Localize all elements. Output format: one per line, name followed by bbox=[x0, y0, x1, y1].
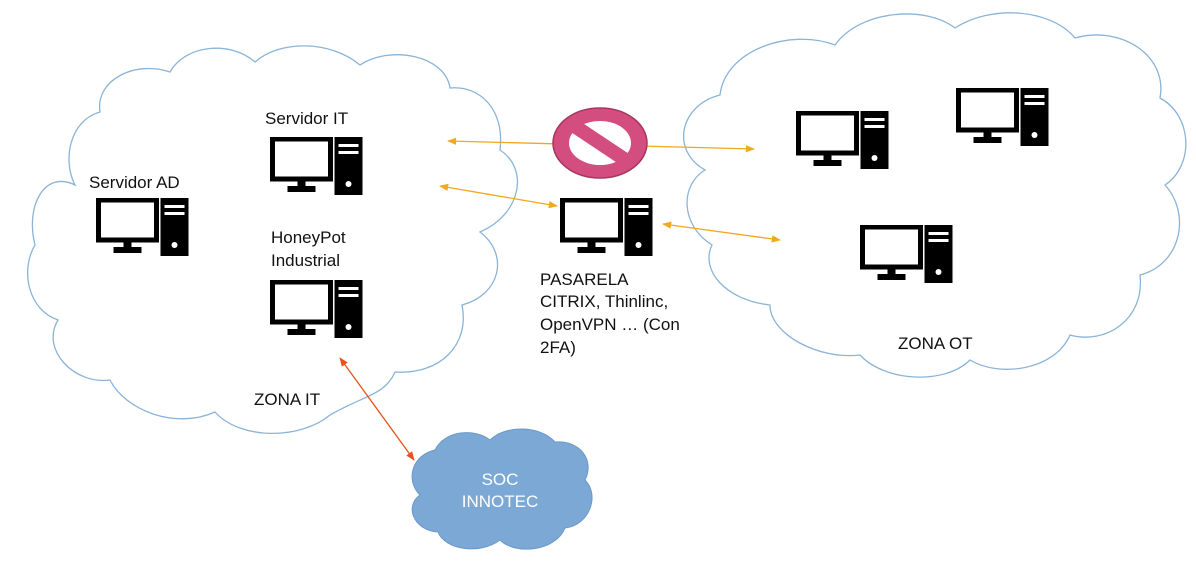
servidor-ad-label: Servidor AD bbox=[89, 173, 180, 192]
zona-it-cloud bbox=[27, 45, 519, 435]
pasarela-computer-icon bbox=[563, 198, 653, 256]
pasarela-label-line3: OpenVPN … (Con bbox=[540, 315, 680, 334]
servidor-it-label: Servidor IT bbox=[265, 109, 348, 128]
pasarela-label-line1: PASARELA bbox=[540, 270, 629, 289]
honeypot-label-line2: Industrial bbox=[271, 251, 340, 270]
honeypot-label-line1: HoneyPot bbox=[271, 228, 346, 247]
zona-it-label: ZONA IT bbox=[254, 390, 320, 409]
arrow-honeypot-to-soc bbox=[339, 357, 415, 461]
zona-ot-cloud bbox=[682, 12, 1187, 378]
prohibited-icon bbox=[552, 107, 648, 179]
pasarela-label-line4: 2FA) bbox=[540, 338, 576, 357]
soc-label-line1: SOC bbox=[482, 470, 519, 489]
arrow-it-to-pasarela bbox=[439, 183, 558, 209]
soc-innotec-cloud bbox=[411, 428, 593, 550]
pasarela-label-line2: CITRIX, Thinlinc, bbox=[540, 292, 668, 311]
zona-ot-label: ZONA OT bbox=[898, 334, 973, 353]
soc-label-line2: INNOTEC bbox=[462, 492, 539, 511]
arrow-pasarela-to-ot bbox=[662, 221, 781, 243]
